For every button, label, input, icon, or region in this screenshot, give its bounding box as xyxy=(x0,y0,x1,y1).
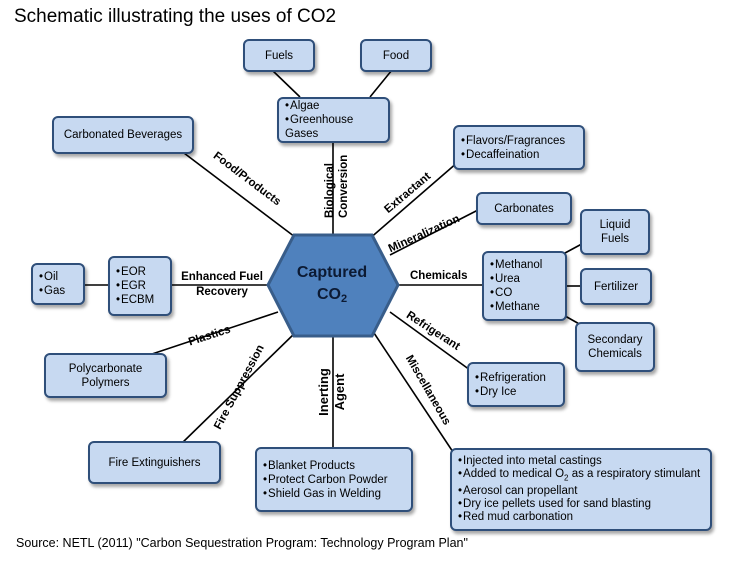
node-blanket-products: Blanket Products Protect Carbon Powder S… xyxy=(255,447,413,512)
spoke-mineralization xyxy=(389,209,479,256)
node-polycarbonate-polymers: Polycarbonate Polymers xyxy=(44,353,167,398)
spoke-fire xyxy=(179,331,297,446)
list-item: Gas xyxy=(39,284,77,298)
node-food: Food xyxy=(360,39,432,72)
node-fertilizer: Fertilizer xyxy=(580,268,652,305)
spoke-plastics xyxy=(139,311,279,359)
list-item: Decaffeination xyxy=(461,148,577,162)
link-food xyxy=(369,69,393,98)
node-algae-greenhouse: Algae Greenhouse Gases xyxy=(277,97,390,143)
list-item: Injected into metal castings xyxy=(458,455,704,468)
list-item: EGR xyxy=(116,279,164,293)
list-item: Urea xyxy=(490,272,559,286)
list-item: Protect Carbon Powder xyxy=(263,473,405,487)
label-chemicals: Chemicals xyxy=(410,270,468,282)
spoke-extractant xyxy=(367,161,459,241)
hub-label-subscript: 2 xyxy=(340,293,348,305)
list-item: Added to medical O2 as a respiratory sti… xyxy=(458,468,704,484)
label-biological-conversion: Biological Conversion xyxy=(324,154,350,218)
list-item: Methanol xyxy=(490,258,559,272)
list-item: Dry ice pellets used for sand blasting xyxy=(458,498,704,511)
label-enhanced-fuel-recovery: Enhanced Fuel Recovery xyxy=(181,271,263,298)
node-oil-gas: Oil Gas xyxy=(31,263,85,305)
node-fire-extinguishers: Fire Extinguishers xyxy=(88,441,221,484)
list-item: Oil xyxy=(39,270,77,284)
list-item: Red mud carbonation xyxy=(458,511,704,524)
node-fuels: Fuels xyxy=(243,39,315,72)
list-item: EOR xyxy=(116,265,164,279)
node-refrigeration-dry-ice: Refrigeration Dry Ice xyxy=(467,362,565,407)
hub-label: Captured CO2 xyxy=(268,262,396,310)
list-item: Refrigeration xyxy=(475,371,557,385)
list-item: CO xyxy=(490,286,559,300)
node-carbonated-beverages: Carbonated Beverages xyxy=(52,116,194,154)
label-inerting-agent: Inerting Agent xyxy=(316,368,347,416)
node-liquid-fuels: Liquid Fuels xyxy=(580,209,650,255)
list-item: ECBM xyxy=(116,293,164,307)
captured-co2-hexagon xyxy=(266,233,400,338)
node-secondary-chemicals: Secondary Chemicals xyxy=(575,322,655,372)
node-methanol-urea: Methanol Urea CO Methane xyxy=(482,251,567,321)
node-flavors-decaffeination: Flavors/Fragrances Decaffeination xyxy=(453,125,585,170)
node-carbonates: Carbonates xyxy=(476,192,572,225)
page-title: Schematic illustrating the uses of CO2 xyxy=(14,6,337,27)
list-item: Methane xyxy=(490,300,559,314)
source-citation: Source: NETL (2011) "Carbon Sequestratio… xyxy=(16,536,468,550)
spoke-misc xyxy=(371,329,456,456)
node-eor-egr-ecbm: EOR EGR ECBM xyxy=(108,256,172,316)
list-item: Greenhouse Gases xyxy=(285,113,382,141)
list-item: Dry Ice xyxy=(475,385,557,399)
link-fuels xyxy=(271,69,301,98)
spoke-food xyxy=(179,149,304,244)
hub-label-line1: Captured xyxy=(296,264,368,281)
list-item: Shield Gas in Welding xyxy=(263,487,405,501)
list-item: Aerosol can propellant xyxy=(458,485,704,498)
list-item: Blanket Products xyxy=(263,459,405,473)
list-item: Algae xyxy=(285,99,382,113)
node-miscellaneous-uses: Injected into metal castings Added to me… xyxy=(450,448,712,531)
list-item: Flavors/Fragrances xyxy=(461,134,577,148)
spoke-refrigerant xyxy=(389,311,471,371)
hub-label-line2: CO xyxy=(316,286,341,303)
